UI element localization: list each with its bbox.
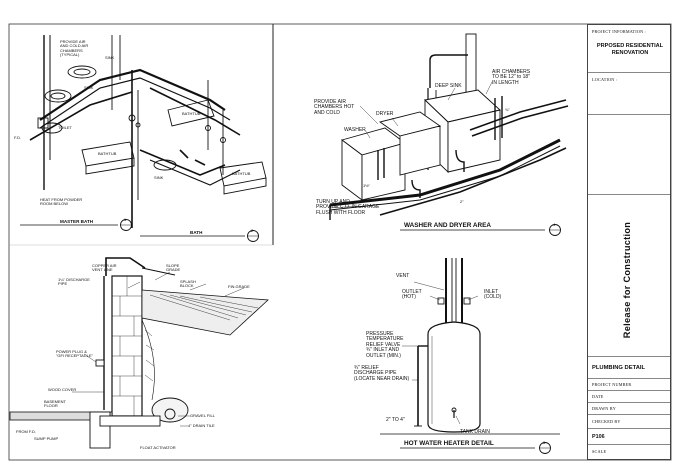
label-provide-air-bath: PROVIDE AIR AND COLD AIR CHAMBERS (TYPIC… (60, 39, 89, 58)
release-cell (588, 195, 670, 357)
marker-2: 2 (251, 228, 254, 233)
project-number-cell: PROJECT NUMBER (588, 379, 670, 391)
label-dryer: DRYER (376, 111, 394, 117)
label-sump-pump: SUMP PUMP (34, 436, 59, 441)
label-sink-1: SINK (105, 55, 115, 60)
label-float-activator: FLOAT ACTIVATOR (140, 445, 176, 450)
sheet-border (8, 23, 672, 461)
label-bathtub-2: BATHTUB (182, 111, 201, 116)
release-stamp: Release for Construction (608, 207, 646, 357)
release-text: Release for Construction (622, 221, 632, 339)
sump-foundation-section (9, 257, 269, 449)
project-number-label: PROJECT NUMBER (592, 382, 632, 387)
label-fin-grade: FIN.GRADE (228, 284, 250, 289)
label-washer: WASHER (344, 127, 366, 133)
label-from-fd: FROM F.D. (16, 429, 36, 434)
label-drain-tile: 4" DRAIN TILE (188, 423, 215, 428)
leader-lines (72, 81, 493, 427)
label-gravel-fill: GRAVEL FILL (190, 413, 215, 418)
label-pressure-valve: PRESSURE TEMPERATURE RELIEF VALVE ¾" INL… (366, 331, 404, 359)
label-2-to-4: 2" TO 4" (386, 417, 405, 423)
label-outlet-hot: OUTLET (HOT) (402, 289, 422, 301)
label-copper-vent: COPPER AIR VENT LINE (92, 263, 117, 273)
label-turn-up: TURN UP AND PROVIDE C.O. IN GARAGE FLUSH… (316, 199, 380, 216)
marker-4: 4 (553, 222, 556, 227)
checked-by-cell: CHECKED BY (588, 415, 670, 429)
location-cell: LOCATION : (588, 73, 670, 115)
label-slope-grade: SLOPE GRADE (166, 263, 181, 273)
label-air-chambers: AIR CHAMBERS TO BE 12" to 18" IN LENGTH (492, 69, 531, 86)
sheet-number-cell: P106 (588, 429, 670, 445)
label-sink-2: SINK (84, 85, 94, 90)
label-deep-sink: DEEP SINK (435, 83, 462, 89)
checked-by-label: CHECKED BY (592, 419, 621, 424)
marker-3: 3 (543, 440, 546, 445)
sheet-title-cell: PLUMBING DETAIL (588, 357, 670, 379)
water-heater-detail (380, 258, 560, 454)
title-hot-water-heater: HOT WATER HEATER DETAIL (404, 440, 494, 447)
sheet-number: P106 (592, 434, 605, 440)
marker-1: 1 (124, 217, 127, 222)
label-provide-air-washer: PROVIDE AIR CHAMBERS HOT AND COLD (314, 99, 355, 116)
drawn-by-label: DRAWN BY (592, 406, 616, 411)
label-pipe-34: ¾" (505, 107, 510, 112)
label-basement-floor: BASEMENT FLOOR (44, 399, 67, 409)
project-info-cell: PROJECT INFORMATION : PRPOSED RESIDENTIA… (588, 25, 670, 73)
washer-dryer-isometric (329, 33, 569, 236)
label-wood-cover: WOOD COVER (48, 387, 77, 392)
label-fd: F.D. (14, 135, 22, 140)
label-bathtub-1: BATHTUB (98, 151, 117, 156)
label-sink-3: SINK (154, 175, 164, 180)
date-cell: DATE (588, 391, 670, 403)
drawn-by-cell: DRAWN BY (588, 403, 670, 415)
project-info-label: PROJECT INFORMATION : (592, 29, 646, 34)
label-pipe-2: 2" (460, 199, 464, 204)
date-label: DATE (592, 394, 604, 399)
label-inlet-cold: INLET (COLD) (484, 289, 502, 301)
scale-cell: SCALE (588, 445, 670, 459)
scale-label: SCALE (592, 449, 607, 454)
blank-cell (588, 115, 670, 195)
location-label: LOCATION : (592, 77, 618, 82)
label-power-plug: POWER PLUG & "GFI RECEPTACLE" (56, 349, 93, 359)
label-heat-from: HEAT FROM POWDER ROOM BELOW (40, 197, 83, 207)
project-name: PRPOSED RESIDENTIAL RENOVATION (596, 43, 664, 56)
label-pipe-112: 1½" (363, 183, 370, 188)
label-bathtub-3: BATHTUB (232, 171, 251, 176)
title-bath: BATH (190, 230, 203, 235)
sheet-title: PLUMBING DETAIL (592, 365, 646, 371)
title-washer-dryer: WASHER AND DRYER AREA (404, 222, 491, 229)
label-discharge: 1¼" DISCHARGE PIPE (58, 277, 90, 287)
label-relief-pipe: ¾" RELIEF DISCHARGE PIPE (LOCATE NEAR DR… (354, 365, 410, 382)
bath-isometric (20, 35, 267, 242)
label-splash-block: SPLASH BLOCK (180, 279, 196, 289)
title-master-bath: MASTER BATH (60, 219, 94, 224)
label-tank-drain: TANK DRAIN (460, 429, 490, 435)
title-block: PROJECT INFORMATION : PRPOSED RESIDENTIA… (587, 24, 671, 460)
label-toilet: TOILET (58, 125, 72, 130)
label-vent: VENT (396, 273, 410, 279)
